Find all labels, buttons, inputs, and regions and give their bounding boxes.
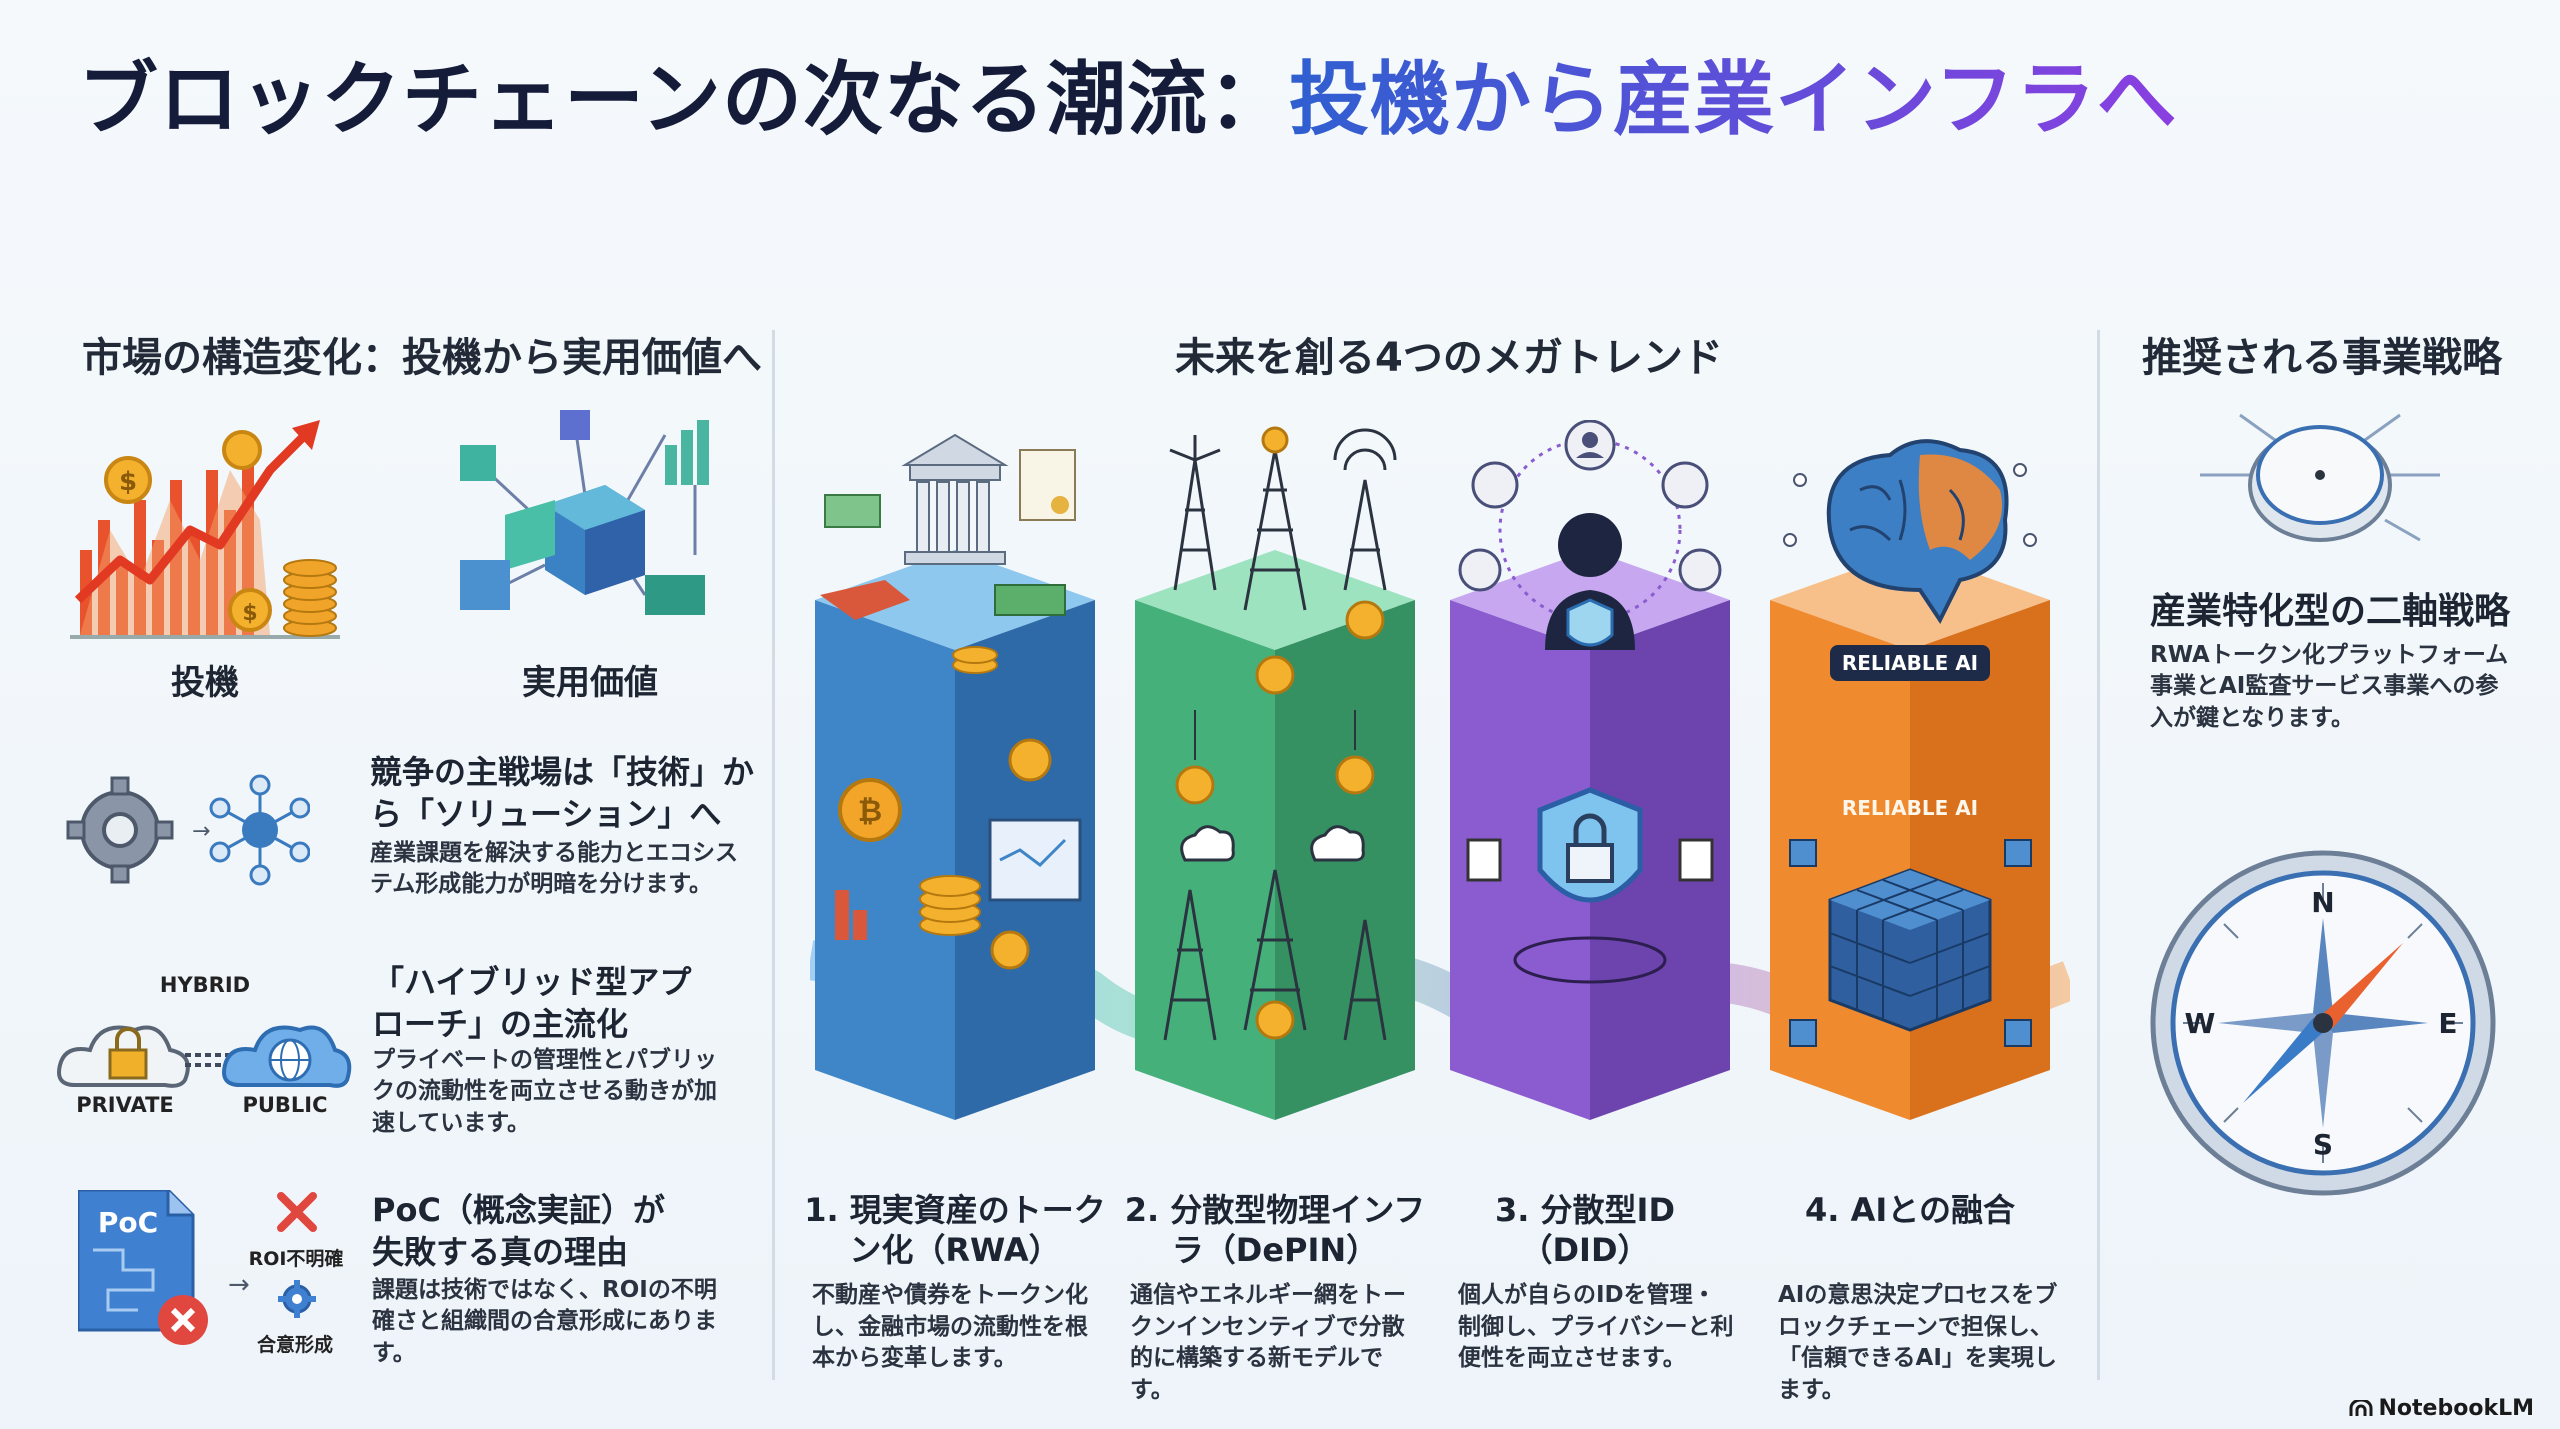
strategy-title: 産業特化型の二軸戦略 [2150, 591, 2511, 632]
title-main: ブロックチェーンの次なる潮流： [78, 53, 1289, 146]
reliable-ai-text: RELIABLE AI [1842, 796, 1978, 820]
speculation-label: 投機 [171, 663, 239, 703]
pillar-depin [1135, 420, 1425, 1120]
roi-unclear-label: ROI不明確 [248, 1248, 344, 1270]
private-label: PRIVATE [76, 1093, 174, 1117]
pillar4-desc: AIの意思決定プロセスをブロックチェーンで担保し、「信頼できるAI」を実現します… [1778, 1282, 2058, 1404]
compass-e: E [2438, 1007, 2457, 1040]
compass-w: W [2185, 1007, 2216, 1040]
arrow-right-icon: → [228, 1270, 250, 1300]
strategy-desc: RWAトークン化プラットフォーム事業とAI監査サービス事業への参入が鍵となります… [2150, 642, 2509, 731]
item3-title: PoC（概念実証）が失敗する真の理由 [372, 1191, 665, 1271]
logo-text: NotebookLM [2378, 1396, 2534, 1421]
pillar3-title: 3. 分散型ID（DID） [1494, 1191, 1676, 1269]
item2-desc: プライベートの管理性とパブリックの流動性を両立させる動きが加速しています。 [372, 1047, 717, 1136]
hybrid-label: HYBRID [159, 973, 251, 997]
svg-text:→: → [192, 819, 210, 844]
center-section-heading: 未来を創る4つのメガトレンド [1175, 335, 1723, 381]
right-section-heading: 推奨される事業戦略 [2142, 335, 2502, 381]
utility-label: 実用価値 [522, 663, 658, 703]
title-accent: 投機から産業インフラへ [1289, 53, 2178, 146]
small-compass-icon [2180, 395, 2460, 555]
item1-desc: 産業課題を解決する能力とエコシステム形成能力が明暗を分けます。 [370, 840, 738, 898]
svg-text:₿: ₿ [858, 794, 882, 829]
notebooklm-logo: NotebookLM [2349, 1396, 2534, 1421]
notebooklm-icon [2349, 1399, 2373, 1416]
public-label: PUBLIC [242, 1093, 328, 1117]
page-title: ブロックチェーンの次なる潮流：投機から産業インフラへ [78, 52, 2178, 148]
svg-text:$: $ [119, 467, 137, 497]
pillar-rwa: ₿ [815, 420, 1105, 1120]
pillar1-title: 1. 現実資産のトークン化（RWA） [804, 1191, 1106, 1269]
gear-network-icon: → [60, 770, 310, 890]
compass-s: S [2313, 1128, 2333, 1161]
pillar3-desc: 個人が自らのIDを管理・制御し、プライバシーと利便性を両立させます。 [1458, 1282, 1734, 1372]
pillar2-title: 2. 分散型物理インフラ（DePIN） [1124, 1191, 1426, 1269]
utility-blocks-icon [445, 405, 725, 645]
pillar2-desc: 通信やエネルギー網をトークンインセンティブで分散的に構築する新モデルです。 [1130, 1282, 1406, 1404]
consensus-label: 合意形成 [256, 1334, 333, 1356]
compass-n: N [2311, 886, 2334, 919]
hybrid-cloud-icon [55, 1000, 355, 1100]
reliable-ai-badge: RELIABLE AI [1842, 651, 1978, 675]
cross-icon [275, 1190, 319, 1234]
large-compass-icon: N S W E [2148, 848, 2498, 1198]
item2-title: 「ハイブリッド型アプローチ」の主流化 [372, 963, 692, 1043]
svg-text:$: $ [242, 601, 257, 626]
speculation-chart-icon: $ $ [70, 410, 340, 640]
poc-document-icon: PoC [78, 1190, 218, 1350]
divider-right [2097, 330, 2100, 1380]
divider-left [772, 330, 775, 1380]
item1-title: 競争の主戦場は「技術」から「ソリューション」へ [370, 753, 755, 833]
pillar1-desc: 不動産や債券をトークン化し、金融市場の流動性を根本から変革します。 [812, 1282, 1088, 1372]
item3-desc: 課題は技術ではなく、ROIの不明確さと組織間の合意形成にあります。 [372, 1277, 717, 1366]
pillar-ai: RELIABLE AI RELIABLE AI [1770, 420, 2060, 1120]
poc-text: PoC [98, 1206, 158, 1239]
pillar4-title: 4. AIとの融合 [1805, 1191, 2015, 1229]
pillar-did [1450, 420, 1740, 1120]
small-gear-icon [276, 1278, 318, 1320]
left-section-heading: 市場の構造変化：投機から実用価値へ [82, 335, 762, 381]
